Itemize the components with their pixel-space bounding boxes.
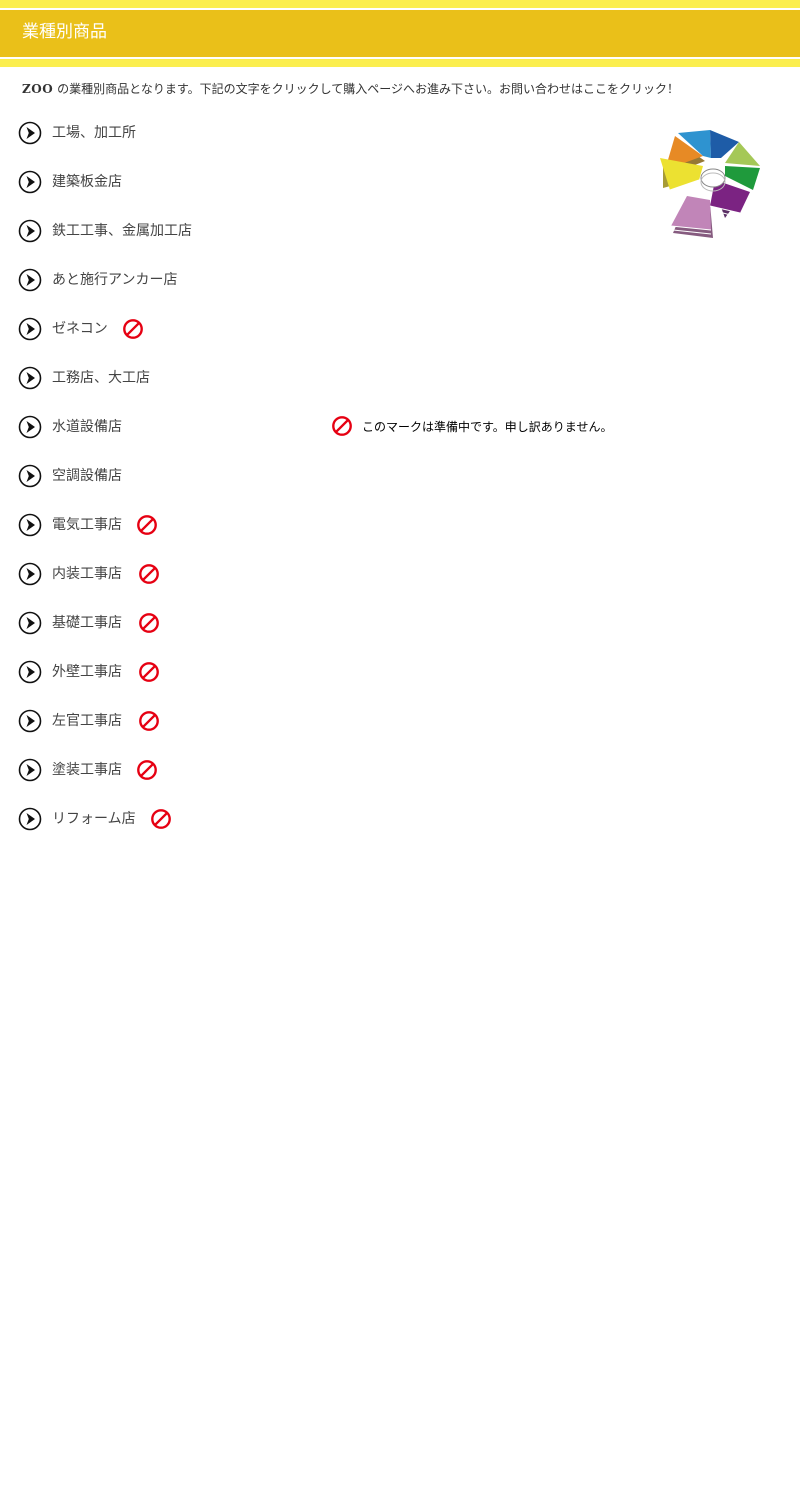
category-label[interactable]: 水道設備店 xyxy=(52,419,122,435)
prohibited-icon xyxy=(139,564,159,584)
prohibited-icon xyxy=(139,662,159,682)
page-title: 業種別商品 xyxy=(22,22,107,42)
arrow-circle-icon xyxy=(18,464,42,488)
arrow-circle-icon xyxy=(18,366,42,390)
arrow-circle-icon xyxy=(18,415,42,439)
category-label[interactable]: リフォーム店 xyxy=(52,811,136,827)
category-item[interactable]: ゼネコン xyxy=(18,316,144,342)
category-item[interactable]: 空調設備店 xyxy=(18,463,122,489)
arrow-circle-icon xyxy=(18,170,42,194)
arrow-circle-icon xyxy=(18,660,42,684)
category-item[interactable]: 工場、加工所 xyxy=(18,120,136,146)
category-label[interactable]: 建築板金店 xyxy=(52,174,122,190)
category-item[interactable]: 基礎工事店 xyxy=(18,610,160,636)
category-label[interactable]: 塗装工事店 xyxy=(52,762,122,778)
brand-name: ZOO xyxy=(22,82,54,96)
prohibited-icon xyxy=(137,515,157,535)
header-bottom-gap xyxy=(0,57,800,59)
arrow-circle-icon xyxy=(18,219,42,243)
legend-text: このマークは準備中です。申し訳ありません。 xyxy=(362,419,613,434)
category-label[interactable]: あと施行アンカー店 xyxy=(52,272,178,288)
category-label[interactable]: 外壁工事店 xyxy=(52,664,122,680)
prohibited-icon xyxy=(139,711,159,731)
arrow-circle-icon xyxy=(18,121,42,145)
category-item[interactable]: 外壁工事店 xyxy=(18,659,160,685)
intro-link[interactable]: の業種別商品となります。下記の文字をクリックして購入ページへお進み下さい。お問い… xyxy=(57,82,680,96)
header-bottom-band xyxy=(0,59,800,67)
prohibited-icon xyxy=(332,416,352,436)
category-label[interactable]: 工場、加工所 xyxy=(52,125,136,141)
category-item[interactable]: 塗装工事店 xyxy=(18,757,158,783)
category-item[interactable]: 建築板金店 xyxy=(18,169,122,195)
header-top-gap xyxy=(0,8,800,10)
category-item[interactable]: あと施行アンカー店 xyxy=(18,267,177,293)
prohibited-icon xyxy=(122,319,143,339)
prohibited-icon xyxy=(139,613,159,633)
category-label[interactable]: 内装工事店 xyxy=(52,566,122,582)
category-item[interactable]: 工務店、大工店 xyxy=(18,365,150,391)
category-item[interactable]: 内装工事店 xyxy=(18,561,160,587)
arrow-circle-icon xyxy=(18,611,42,635)
category-item[interactable]: 水道設備店 xyxy=(18,414,122,440)
legend: このマークは準備中です。申し訳ありません。 xyxy=(331,415,612,437)
arrow-circle-icon xyxy=(18,513,42,537)
arrow-circle-icon xyxy=(18,268,42,292)
arrow-circle-icon xyxy=(18,807,42,831)
category-item[interactable]: 鉄工工事、金属加工店 xyxy=(18,218,192,244)
pie-wheel-logo-icon xyxy=(660,130,760,238)
arrow-circle-icon xyxy=(18,758,42,782)
arrow-circle-icon xyxy=(18,562,42,586)
category-item[interactable]: 電気工事店 xyxy=(18,512,158,538)
prohibited-icon xyxy=(150,809,171,829)
header-top-band xyxy=(0,0,800,8)
category-label[interactable]: 左官工事店 xyxy=(52,713,122,729)
category-label[interactable]: 空調設備店 xyxy=(52,468,122,484)
arrow-circle-icon xyxy=(18,709,42,733)
category-label[interactable]: 工務店、大工店 xyxy=(52,370,150,386)
page-header: 業種別商品 xyxy=(0,10,800,57)
category-label[interactable]: 鉄工工事、金属加工店 xyxy=(52,223,192,239)
category-label[interactable]: 電気工事店 xyxy=(52,517,122,533)
category-item[interactable]: リフォーム店 xyxy=(18,806,172,832)
category-item[interactable]: 左官工事店 xyxy=(18,708,160,734)
arrow-circle-icon xyxy=(18,317,42,341)
category-label[interactable]: ゼネコン xyxy=(52,321,108,337)
category-label[interactable]: 基礎工事店 xyxy=(52,615,122,631)
prohibited-icon xyxy=(137,760,157,780)
